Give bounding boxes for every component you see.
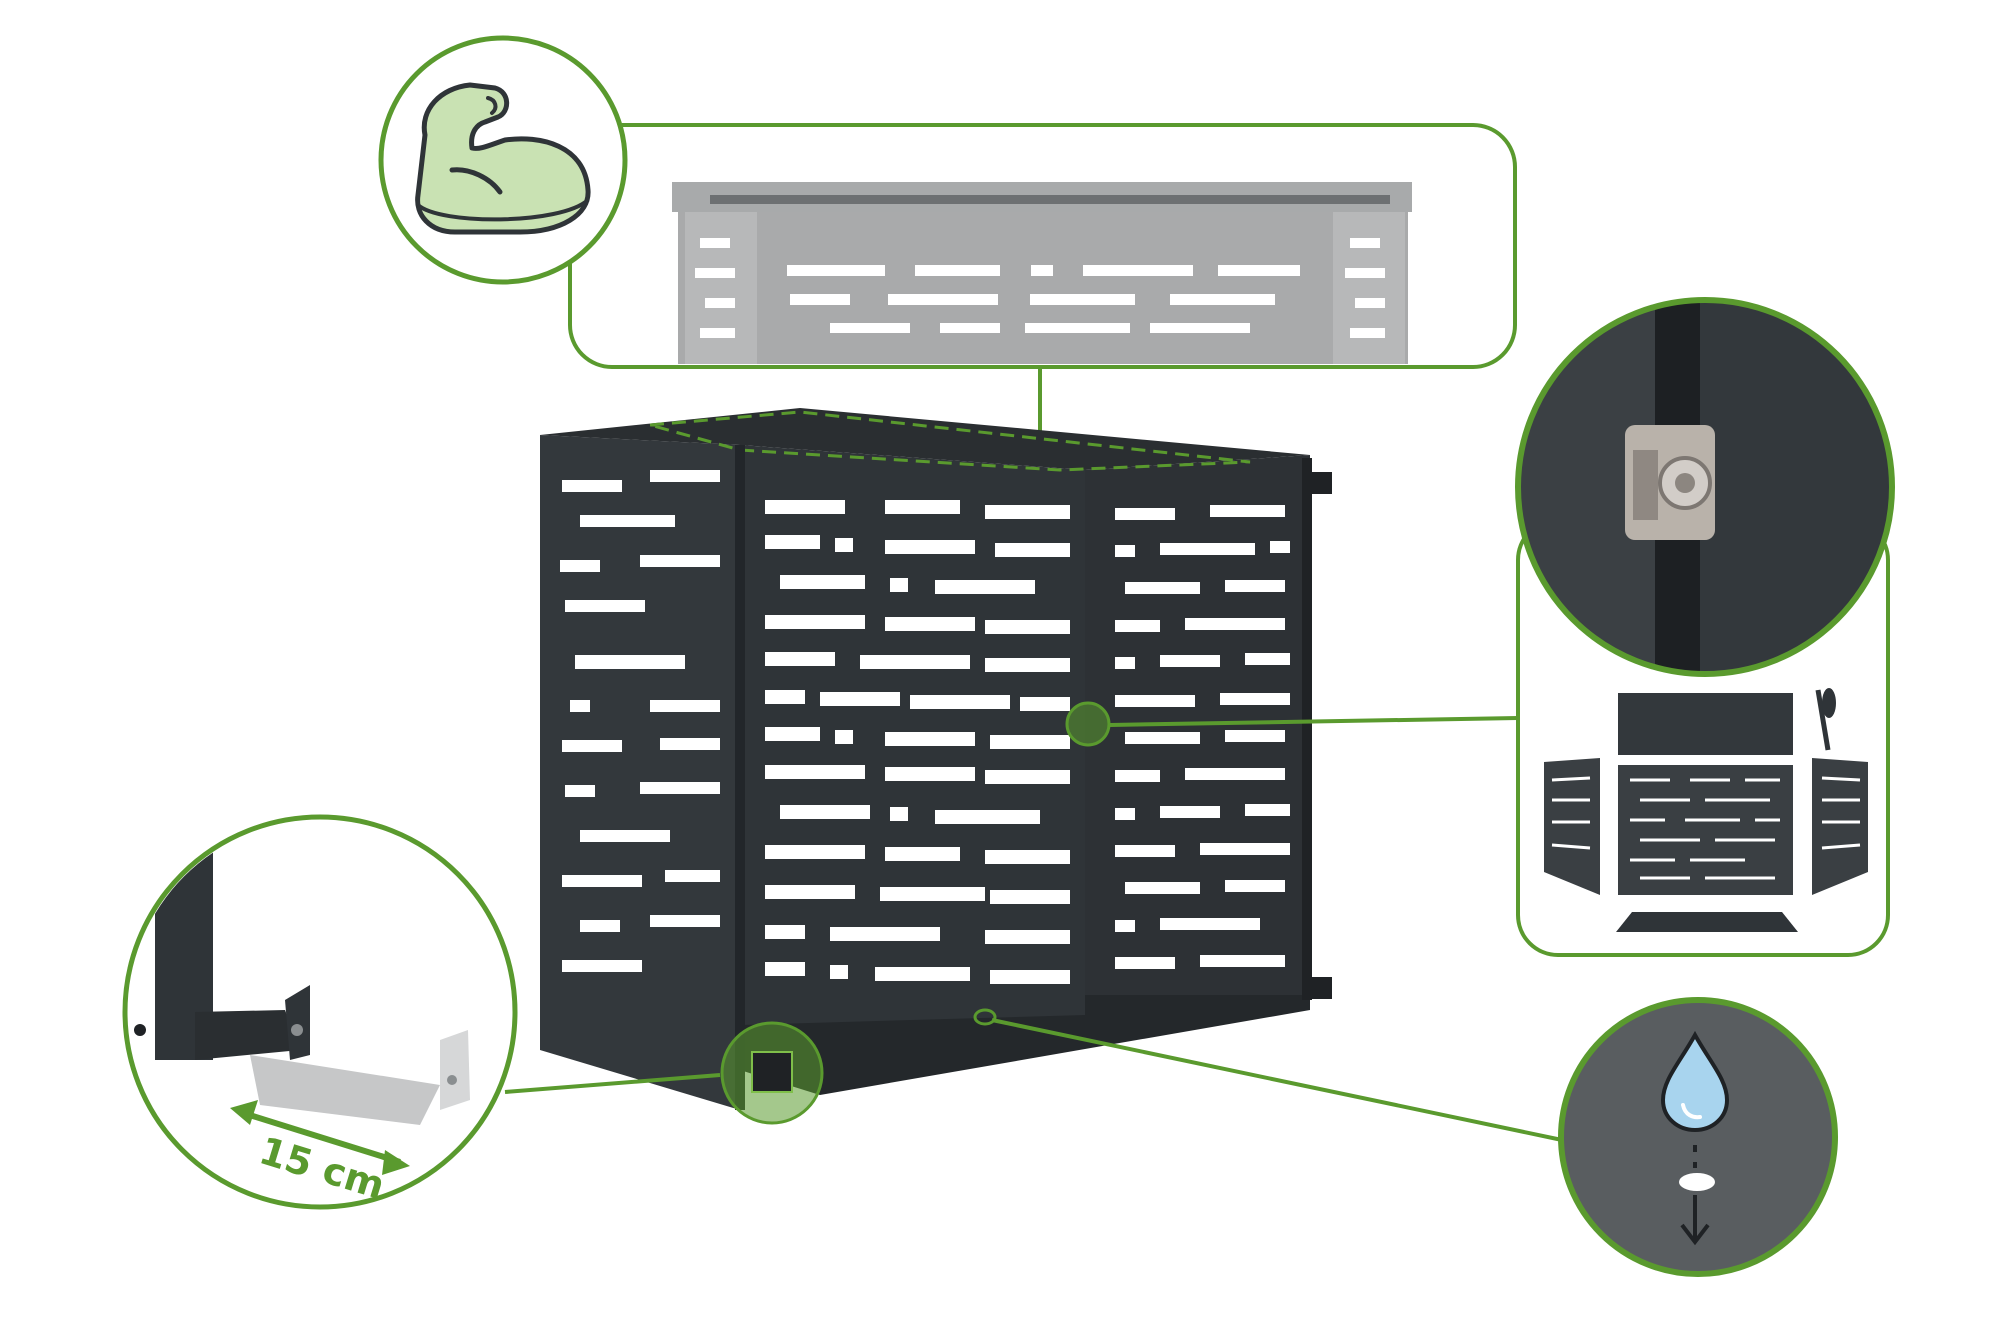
left-panel-slots — [560, 470, 720, 972]
top-right-bracket — [1310, 472, 1332, 494]
ac-cover-product — [540, 408, 1332, 1110]
drain-leader-line — [991, 1018, 1563, 1142]
drain-badge — [1558, 997, 1838, 1277]
front-right-post — [1302, 458, 1312, 1000]
dashed-top-hint — [649, 410, 1251, 472]
clip-photo-frame — [1515, 297, 1895, 677]
clip-leader-line — [1109, 716, 1519, 727]
dimension-arrow — [230, 1100, 410, 1175]
back-panel-slots — [765, 500, 1070, 984]
foot-callout: 15 cm — [122, 814, 824, 1210]
foot-leader-line — [504, 1073, 721, 1094]
lid-top-panel — [672, 182, 1412, 364]
top-edge — [540, 408, 1310, 470]
lid-callout — [378, 35, 1517, 440]
right-panel-slots — [1115, 505, 1290, 969]
lid-slots — [695, 238, 1385, 338]
flat-pack-kit-icon — [1544, 688, 1868, 932]
drain-callout — [973, 997, 1838, 1277]
bottom-right-bracket — [1310, 977, 1332, 999]
drain-arrow-icon — [1679, 1145, 1715, 1246]
kit-slot-marks — [1551, 776, 1861, 880]
foot-detail-frame — [122, 814, 518, 1210]
left-side-panel — [540, 435, 740, 1110]
foot-hotspot-bracket — [751, 1051, 793, 1093]
drain-hole-marker — [973, 1008, 997, 1026]
clip-hotspot — [1065, 701, 1111, 747]
front-left-post — [735, 445, 745, 1110]
flexed-bicep-icon — [415, 82, 591, 235]
water-drop-icon — [1660, 1030, 1730, 1133]
